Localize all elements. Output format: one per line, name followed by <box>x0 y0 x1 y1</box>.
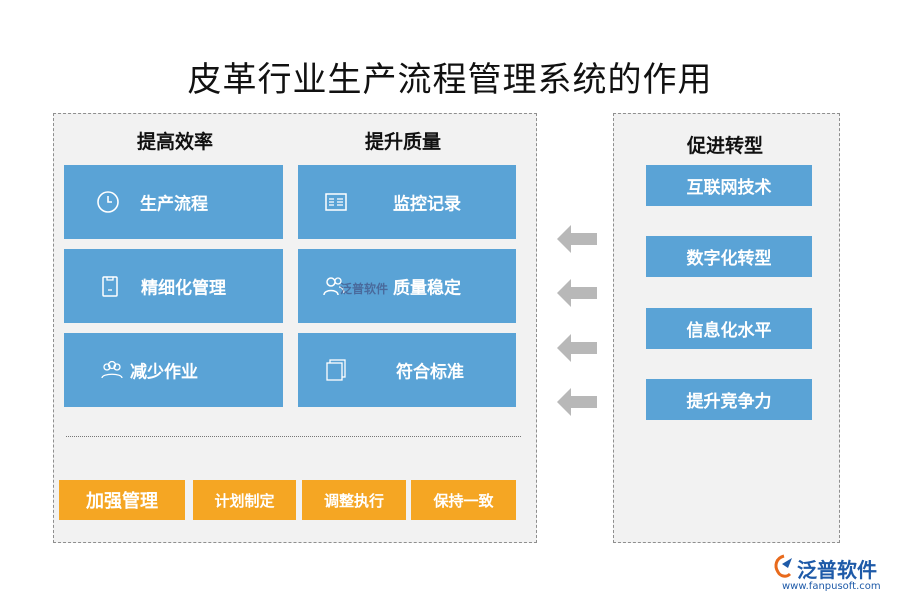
left-arrow-icon <box>557 279 597 307</box>
box-label: 符合标准 <box>396 362 464 383</box>
strengthen-management-button: 加强管理 <box>59 480 185 520</box>
plan-formulate-button: 计划制定 <box>193 480 296 520</box>
item-internet-tech: 互联网技术 <box>646 165 812 206</box>
clock-icon <box>96 190 120 214</box>
heading-promote-transformation: 促进转型 <box>687 135 764 157</box>
box-label: 减少作业 <box>130 362 198 383</box>
box-label: 精细化管理 <box>141 278 226 299</box>
adjust-execute-button: 调整执行 <box>302 480 406 520</box>
document-list-icon <box>324 190 348 214</box>
heading-improve-quality: 提升质量 <box>365 131 442 153</box>
box-label: 生产流程 <box>140 194 208 215</box>
item-competitiveness: 提升竞争力 <box>646 379 812 420</box>
page-title: 皮革行业生产流程管理系统的作用 <box>187 60 713 100</box>
keep-consistent-button: 保持一致 <box>411 480 516 520</box>
clipboard-icon <box>98 274 122 298</box>
item-digital-transformation: 数字化转型 <box>646 236 812 277</box>
left-arrow-icon <box>557 334 597 362</box>
box-quality-stable: 质量稳定 <box>298 249 516 323</box>
box-meet-standard: 符合标准 <box>298 333 516 407</box>
logo-name: 泛普软件 <box>797 558 877 582</box>
divider <box>66 436 521 437</box>
logo-url: www.fanpusoft.com <box>782 581 881 592</box>
fanpu-logo-icon <box>774 554 792 578</box>
heading-improve-efficiency: 提高效率 <box>137 131 214 153</box>
box-refined-management: 精细化管理 <box>64 249 283 323</box>
box-label: 监控记录 <box>393 194 461 215</box>
box-production-flow: 生产流程 <box>64 165 283 239</box>
item-informatization-level: 信息化水平 <box>646 308 812 349</box>
box-reduce-work: 减少作业 <box>64 333 283 407</box>
users-icon <box>322 274 346 298</box>
left-arrow-icon <box>557 225 597 253</box>
group-icon <box>100 358 124 382</box>
box-monitor-record: 监控记录 <box>298 165 516 239</box>
brand-logo: 泛普软件 www.fanpusoft.com <box>770 552 895 596</box>
left-arrow-icon <box>557 388 597 416</box>
watermark-text: 泛普软件 <box>340 282 389 296</box>
stacked-pages-icon <box>324 358 348 382</box>
box-label: 质量稳定 <box>393 278 461 299</box>
